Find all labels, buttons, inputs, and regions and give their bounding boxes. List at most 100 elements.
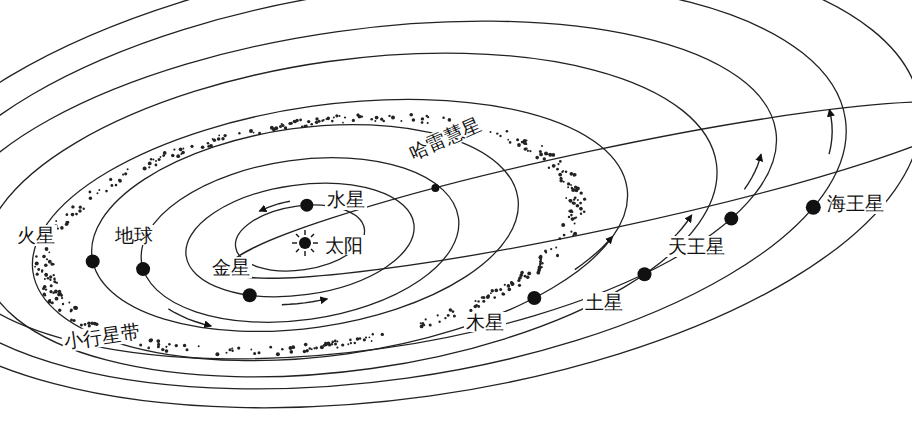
asteroid-dot [391, 116, 395, 120]
asteroid-dot [552, 164, 556, 168]
asteroid-dot [111, 184, 114, 187]
asteroid-dot [563, 181, 565, 183]
asteroid-dot [48, 300, 52, 304]
asteroid-dot [475, 304, 478, 307]
asteroid-dot [496, 132, 498, 134]
asteroid-dot [217, 137, 221, 141]
asteroid-dot [34, 266, 36, 268]
asteroid-dot [304, 125, 306, 127]
asteroid-dot [315, 121, 318, 124]
asteroid-dot [493, 296, 496, 299]
asteroid-dot [105, 190, 108, 193]
planet-label: 太阳 [323, 235, 365, 256]
asteroid-dot [350, 342, 352, 344]
asteroid-dot [179, 147, 183, 151]
asteroid-dot [545, 251, 547, 253]
asteroid-dot [269, 346, 272, 349]
asteroid-dot [544, 151, 548, 155]
asteroid-dot [98, 189, 100, 191]
asteroid-dot [161, 348, 164, 351]
asteroid-dot [482, 300, 485, 303]
asteroid-dot [576, 204, 580, 208]
asteroid-dot [541, 262, 543, 264]
asteroid-dot [556, 254, 559, 257]
asteroid-dot [517, 143, 521, 147]
asteroid-dot [356, 337, 360, 341]
orbit-line [130, 139, 469, 342]
asteroid-dot [53, 280, 56, 283]
asteroid-dot [157, 343, 160, 346]
asteroid-dot [213, 139, 216, 142]
asteroid-dot [529, 150, 531, 152]
asteroid-dot [342, 122, 344, 124]
asteroid-dot [523, 141, 527, 145]
asteroid-dot [45, 288, 47, 290]
asteroid-dot [290, 350, 294, 354]
asteroid-dot [58, 309, 61, 312]
planet-label: 金星 [210, 257, 252, 278]
asteroid-dot [374, 120, 376, 122]
asteroid-dot [583, 210, 586, 213]
asteroid-dot [571, 211, 573, 213]
asteroid-dot [221, 137, 224, 140]
asteroid-dot [307, 120, 310, 123]
asteroid-dot [526, 139, 528, 141]
asteroid-dot [84, 323, 87, 326]
asteroid-dot [524, 147, 527, 150]
asteroid-dot [44, 294, 47, 297]
asteroid-dot [74, 306, 78, 310]
asteroid-dot [544, 250, 547, 253]
asteroid-dot [372, 333, 374, 335]
asteroid-dot [215, 352, 219, 356]
asteroid-dot [517, 279, 520, 282]
asteroid-dot [437, 314, 439, 316]
orbit-line [78, 99, 532, 357]
motion-arrow [575, 237, 613, 270]
asteroid-dot [574, 223, 576, 225]
planet-dot [86, 254, 100, 268]
asteroid-dot [583, 198, 586, 201]
asteroid-dot [310, 123, 313, 126]
asteroid-dot [249, 129, 253, 133]
asteroid-dot [290, 122, 293, 125]
asteroid-dot [577, 199, 579, 201]
asteroid-dot [506, 130, 509, 133]
asteroid-dot [341, 343, 344, 346]
asteroid-dot [561, 171, 563, 173]
asteroid-dot [176, 154, 180, 158]
asteroid-dot [52, 263, 55, 266]
asteroid-dot [579, 202, 582, 205]
asteroid-dot [550, 248, 552, 250]
asteroid-dot [80, 323, 83, 326]
asteroid-dot [499, 135, 501, 137]
asteroid-dot [89, 191, 92, 194]
asteroid-dot [43, 285, 47, 289]
asteroid-dot [570, 231, 572, 233]
asteroid-dot [65, 223, 69, 227]
asteroid-dot [250, 349, 252, 351]
asteroid-dot [352, 119, 355, 122]
asteroid-dot [324, 343, 328, 347]
asteroid-dot [526, 276, 530, 280]
asteroid-dot [331, 341, 334, 344]
asteroid-dot [490, 131, 492, 133]
asteroid-dot [78, 209, 81, 212]
asteroid-dot [35, 262, 39, 266]
asteroid-dot [576, 187, 580, 191]
asteroid-dot [423, 324, 425, 326]
asteroid-dot [218, 135, 220, 137]
asteroid-dot [559, 160, 562, 163]
asteroid-dot [238, 132, 240, 134]
asteroid-dot [420, 322, 422, 324]
asteroid-dot [118, 179, 122, 183]
asteroid-dot [507, 139, 509, 141]
asteroid-dot [253, 352, 256, 355]
comet-orbit [220, 72, 912, 308]
asteroid-dot [535, 156, 539, 160]
asteroid-dot [349, 339, 352, 342]
asteroid-dot [303, 350, 306, 353]
asteroid-dot [569, 199, 573, 203]
asteroid-dot [313, 347, 315, 349]
motion-arrow [259, 201, 290, 211]
asteroid-dot [422, 122, 424, 124]
